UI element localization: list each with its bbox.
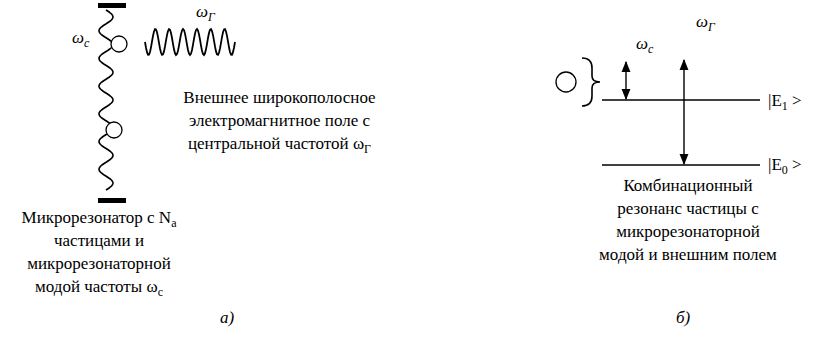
transition-arrow xyxy=(625,62,626,99)
label: ωГ xyxy=(696,10,715,33)
energy-level xyxy=(602,164,760,166)
label: ωc xyxy=(72,26,89,49)
label: а) xyxy=(220,306,234,329)
particle xyxy=(111,36,127,52)
label: |E1 > xyxy=(768,89,802,112)
label: |E0 > xyxy=(768,153,802,176)
label: б) xyxy=(676,306,690,329)
cavity-mode-wave xyxy=(99,10,113,190)
label: ωc xyxy=(636,32,653,55)
transition-arrow xyxy=(683,60,684,164)
particle xyxy=(106,122,122,138)
mirror xyxy=(98,198,126,203)
brace xyxy=(582,58,600,106)
label: Внешнее широкополосное электромагнитное … xyxy=(172,86,387,155)
field-wave xyxy=(145,29,235,55)
mirror xyxy=(98,3,126,8)
label: Комбинационный резонанс частицы с микрор… xyxy=(598,174,778,266)
particle xyxy=(556,72,576,92)
label: ωГ xyxy=(196,0,215,23)
energy-level xyxy=(602,99,760,101)
label: Микрорезонатор с Na частицами и микрорез… xyxy=(14,206,184,298)
